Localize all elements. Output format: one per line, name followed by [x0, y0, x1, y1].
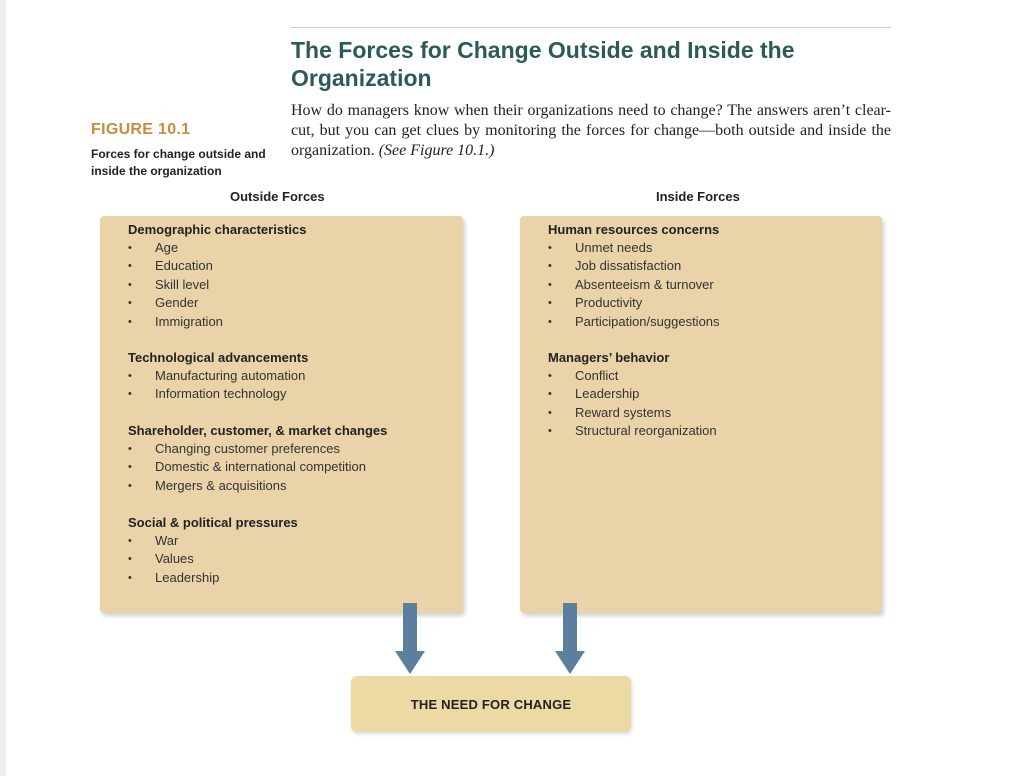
list-item: • Information technology — [128, 385, 448, 403]
group-title: Demographic characteristics — [128, 222, 307, 237]
figure-label: FIGURE 10.1 — [91, 121, 191, 138]
item-label: Leadership — [155, 569, 220, 585]
bullet: • — [548, 406, 552, 419]
list-item: • Leadership — [548, 385, 868, 403]
bullet: • — [128, 278, 132, 291]
item-label: Changing customer preferences — [155, 441, 340, 456]
item-label: Structural reorganization — [575, 423, 717, 439]
group-title: Social & political pressures — [128, 515, 298, 530]
list-item: • Changing customer preferences — [128, 440, 448, 458]
intro-text: How do managers know when their organiza… — [291, 102, 891, 159]
bullet: • — [128, 535, 132, 547]
item-label: Manufacturing automation — [155, 368, 306, 383]
inside-forces-heading: Inside Forces — [656, 189, 740, 204]
item-label: Absenteeism & turnover — [575, 276, 714, 292]
page-edge — [0, 0, 6, 776]
bullet: • — [548, 297, 552, 310]
item-label: Job dissatisfaction — [575, 258, 682, 274]
top-divider — [291, 27, 891, 28]
item-label: Leadership — [575, 386, 640, 402]
down-arrow-icon — [555, 603, 585, 674]
force-group: Social & political pressures • War • Value… — [128, 514, 448, 587]
item-label: Unmet needs — [575, 240, 653, 255]
item-label: Participation/suggestions — [575, 313, 720, 329]
list-item: • War — [128, 532, 448, 550]
bullet: • — [548, 425, 552, 438]
bullet: • — [128, 388, 132, 401]
item-label: Values — [155, 551, 194, 567]
need-for-change-label: THE NEED FOR CHANGE — [410, 696, 572, 712]
force-group: Managers’ behavior • Conflict • Leadership… — [548, 349, 868, 441]
group-title: Technological advancements — [128, 350, 309, 365]
list-item: • Domestic & international competition — [128, 458, 448, 476]
list-item: • Absenteeism & turnover — [548, 276, 868, 294]
bullet: • — [548, 388, 552, 401]
figure-caption: Forces for change outside and inside the… — [91, 147, 266, 178]
bullet: • — [128, 479, 132, 492]
item-label: Education — [155, 258, 213, 274]
list-item: • Reward systems — [548, 404, 868, 422]
group-title: Shareholder, customer, & market changes — [128, 423, 388, 438]
figure-reference: (See Figure 10.1.) — [378, 142, 495, 159]
bullet: • — [128, 260, 132, 273]
bullet: • — [128, 571, 132, 584]
inside-forces-box: Human resources concerns • Unmet needs • J… — [520, 216, 882, 613]
bullet: • — [128, 443, 132, 455]
item-label: Reward systems — [575, 404, 672, 420]
item-label: Skill level — [155, 276, 210, 292]
group-title: Managers’ behavior — [548, 350, 670, 365]
list-item: • Unmet needs — [548, 239, 868, 257]
bullet: • — [128, 297, 132, 310]
bullet: • — [548, 370, 552, 382]
item-label: Mergers & acquisitions — [155, 477, 287, 493]
list-item: • Participation/suggestions — [548, 313, 868, 331]
list-item: • Structural reorganization — [548, 422, 868, 440]
down-arrow-icon — [395, 603, 425, 674]
item-label: Domestic & international competition — [155, 459, 366, 475]
list-item: • Mergers & acquisitions — [128, 477, 448, 495]
bullet: • — [548, 278, 552, 291]
list-item: • Education — [128, 257, 448, 275]
bullet: • — [548, 242, 552, 254]
item-label: Gender — [155, 295, 199, 311]
list-item: • Immigration — [128, 313, 448, 331]
force-group: Technological advancements • Manufacturin… — [128, 349, 448, 404]
list-item: • Gender — [128, 294, 448, 312]
bullet: • — [128, 315, 132, 328]
item-label: Age — [155, 240, 179, 255]
bullet: • — [548, 260, 552, 273]
item-label: War — [155, 533, 179, 548]
list-item: • Age — [128, 239, 448, 257]
list-item: • Productivity — [548, 294, 868, 312]
need-for-change-box: THE NEED FOR CHANGE — [351, 676, 631, 732]
list-item: • Leadership — [128, 569, 448, 587]
force-group: Human resources concerns • Unmet needs • J… — [548, 221, 868, 331]
force-group: Shareholder, customer, & market changes … — [128, 422, 448, 495]
force-group: Demographic characteristics • Age • Educat… — [128, 221, 448, 331]
outside-forces-box: Demographic characteristics • Age • Educat… — [100, 216, 463, 613]
group-title: Human resources concerns — [548, 222, 720, 237]
section-title: The Forces for Change Outside and Inside… — [291, 37, 795, 91]
item-label: Immigration — [155, 313, 223, 329]
list-item: • Job dissatisfaction — [548, 257, 868, 275]
bullet: • — [548, 315, 552, 328]
list-item: • Manufacturing automation — [128, 367, 448, 385]
list-item: • Values — [128, 550, 448, 568]
list-item: • Conflict — [548, 367, 868, 385]
bullet: • — [128, 370, 132, 382]
item-label: Information technology — [155, 386, 287, 402]
list-item: • Skill level — [128, 276, 448, 294]
item-label: Productivity — [575, 295, 643, 311]
item-label: Conflict — [575, 368, 619, 383]
intro-paragraph: How do managers know when their organiza… — [291, 101, 891, 161]
bullet: • — [128, 553, 132, 566]
outside-forces-heading: Outside Forces — [230, 189, 325, 204]
bullet: • — [128, 242, 132, 254]
bullet: • — [128, 461, 132, 474]
